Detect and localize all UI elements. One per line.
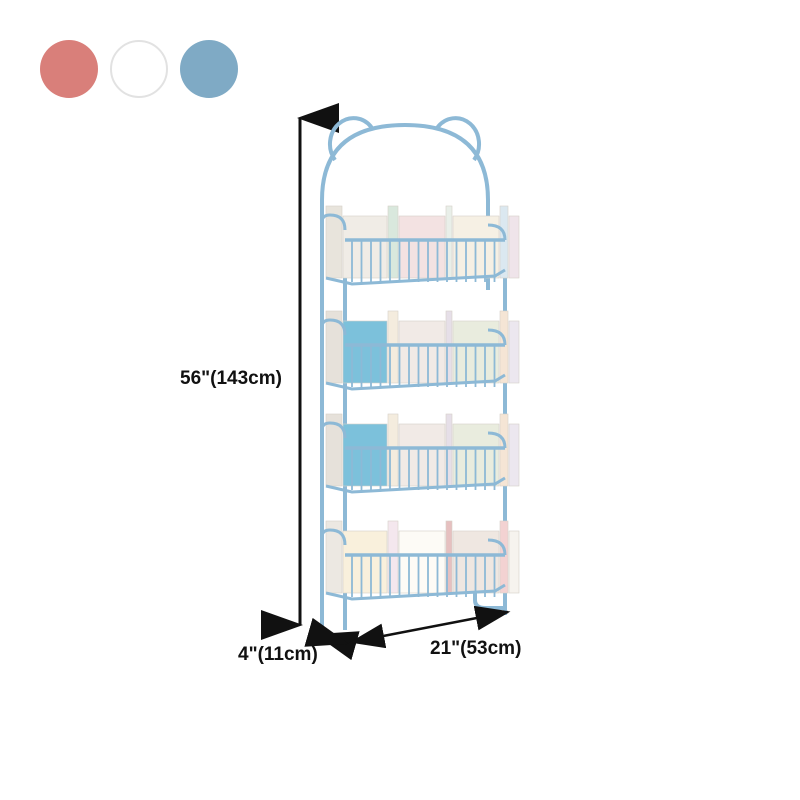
shelf-tiers xyxy=(320,205,520,601)
shelf-tier-1 xyxy=(320,205,520,286)
bear-ears-top xyxy=(320,116,490,201)
shelf-tier-4 xyxy=(320,520,520,601)
depth-dimension-arrow xyxy=(304,617,360,661)
width-label: 21"(53cm) xyxy=(430,638,522,659)
depth-label: 4"(11cm) xyxy=(238,644,318,665)
height-label: 56"(143cm) xyxy=(180,368,282,389)
shelf-tier-3 xyxy=(320,413,520,494)
shelf-tier-2 xyxy=(320,310,520,391)
color-swatch-pink[interactable] xyxy=(40,40,98,98)
color-swatch-blue[interactable] xyxy=(180,40,238,98)
color-swatch-white[interactable] xyxy=(110,40,168,98)
width-dimension-arrow xyxy=(349,605,511,649)
